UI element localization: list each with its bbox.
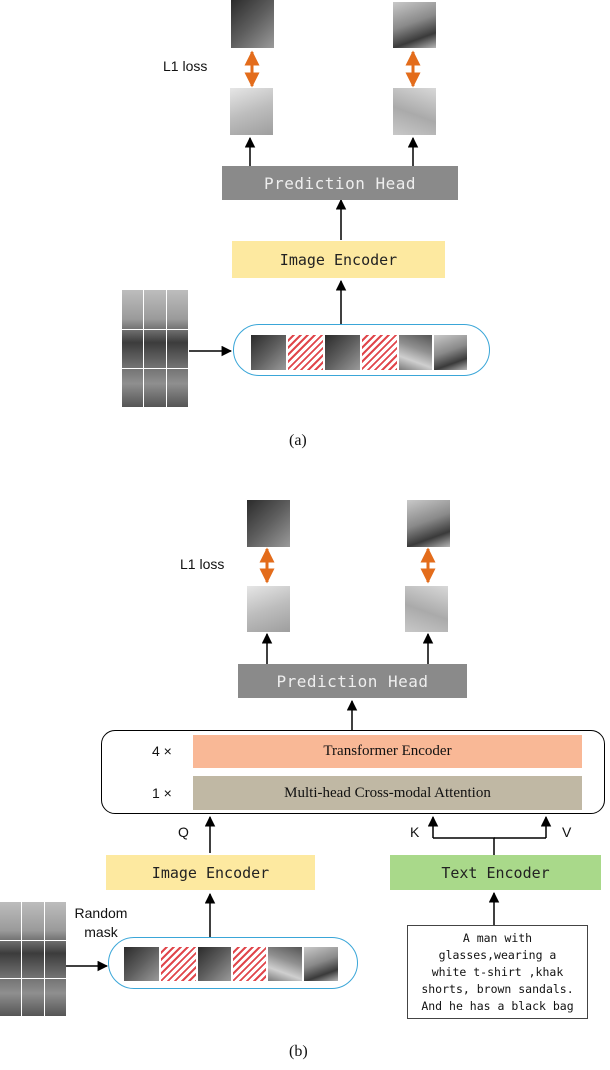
cross-modal-attention-b: Multi-head Cross-modal Attention	[193, 776, 582, 810]
person-image-b	[0, 902, 66, 1016]
prediction-head-a: Prediction Head	[222, 166, 458, 200]
arrow-text-encoder-to-kv-b	[433, 837, 495, 855]
token-sequence-a	[233, 324, 490, 376]
token-a-3	[399, 335, 432, 370]
target-patch-right-a	[393, 2, 436, 48]
image-encoder-b: Image Encoder	[106, 855, 315, 890]
masked-token-b-1	[161, 947, 196, 981]
token-b-1	[124, 947, 159, 981]
image-encoder-a: Image Encoder	[232, 241, 445, 278]
v-label: V	[562, 824, 572, 840]
loss-label-b: L1 loss	[180, 556, 225, 572]
target-patch-left-b	[247, 500, 290, 547]
token-b-4	[304, 947, 338, 981]
recon-patch-left-a	[230, 88, 273, 135]
recon-patch-right-b	[405, 586, 448, 632]
q-label: Q	[178, 824, 189, 840]
token-b-3	[268, 947, 302, 981]
cross-repeat-label: 1 ×	[152, 785, 172, 801]
masked-token-b-2	[233, 947, 266, 981]
transformer-repeat-label: 4 ×	[152, 743, 172, 759]
prediction-head-b: Prediction Head	[238, 664, 467, 698]
recon-patch-left-b	[247, 586, 290, 632]
text-encoder-b: Text Encoder	[390, 855, 601, 890]
caption-b: (b)	[289, 1043, 308, 1060]
recon-patch-right-a	[393, 88, 436, 135]
target-patch-left-a	[231, 0, 274, 48]
target-patch-right-b	[407, 500, 450, 547]
random-mask-label: Random mask	[74, 905, 128, 940]
token-a-2	[325, 335, 360, 370]
person-image-a	[122, 290, 188, 407]
token-a-4	[434, 335, 467, 370]
fusion-block-b	[101, 730, 605, 814]
masked-token-a-1	[288, 335, 323, 370]
caption-a: (a)	[289, 432, 307, 449]
k-label: K	[410, 824, 420, 840]
masked-token-a-2	[362, 335, 397, 370]
token-b-2	[198, 947, 231, 981]
token-a-1	[251, 335, 286, 370]
text-description-input: A man with glasses,wearing a white t-shi…	[407, 925, 588, 1019]
loss-label-a: L1 loss	[163, 58, 208, 74]
transformer-encoder-b: Transformer Encoder	[193, 735, 582, 768]
token-sequence-b	[108, 937, 358, 989]
